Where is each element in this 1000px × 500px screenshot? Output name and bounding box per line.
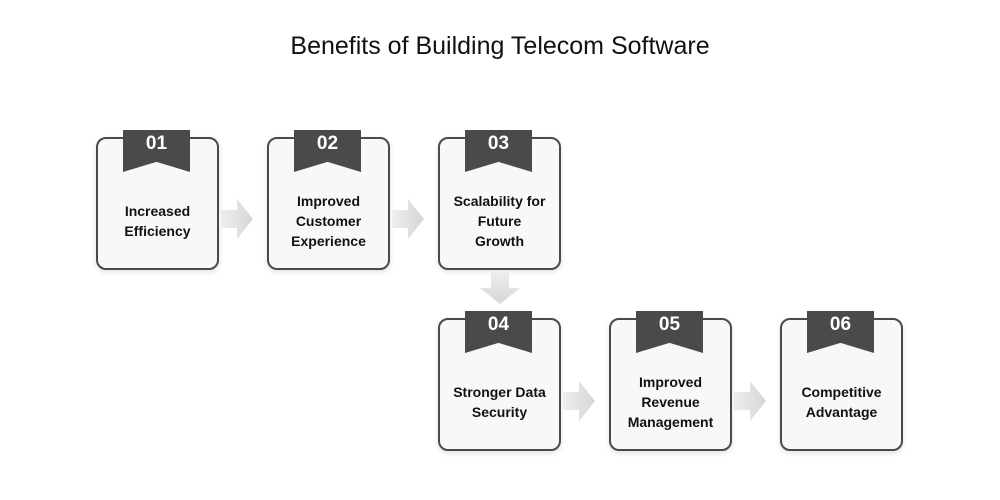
step-label: Increased Efficiency bbox=[124, 202, 191, 239]
step-label: Competitive Advantage bbox=[801, 383, 882, 420]
diagram-title: Benefits of Building Telecom Software bbox=[290, 32, 710, 60]
step-label: Improved Revenue Management bbox=[627, 373, 714, 430]
arrow-right-icon bbox=[563, 381, 595, 421]
step-box-4: 04 Stronger Data Security bbox=[438, 311, 561, 451]
step-box-6: 06 Competitive Advantage bbox=[780, 311, 903, 451]
step-number: 06 bbox=[829, 314, 852, 335]
step-label: Scalability for Future Growth bbox=[453, 192, 546, 249]
step-box-1: 01 Increased Efficiency bbox=[96, 130, 219, 270]
step-number: 03 bbox=[487, 133, 510, 154]
step-box-3: 03 Scalability for Future Growth bbox=[438, 130, 561, 270]
step-box-2: 02 Improved Customer Experience bbox=[267, 130, 390, 270]
step-number: 05 bbox=[658, 314, 681, 335]
step-number: 01 bbox=[145, 133, 168, 154]
arrow-down-icon bbox=[480, 272, 520, 304]
step-number: 02 bbox=[316, 133, 339, 154]
ribbon-badge: 05 bbox=[636, 311, 703, 353]
step-label: Stronger Data Security bbox=[453, 383, 546, 420]
ribbon-badge: 06 bbox=[807, 311, 874, 353]
ribbon-badge: 03 bbox=[465, 130, 532, 172]
arrow-right-icon bbox=[734, 381, 766, 421]
ribbon-badge: 02 bbox=[294, 130, 361, 172]
step-number: 04 bbox=[487, 314, 510, 335]
step-label: Improved Customer Experience bbox=[291, 192, 366, 249]
step-box-5: 05 Improved Revenue Management bbox=[609, 311, 732, 451]
arrow-right-icon bbox=[392, 199, 424, 239]
ribbon-badge: 04 bbox=[465, 311, 532, 353]
arrow-right-icon bbox=[221, 199, 253, 239]
ribbon-badge: 01 bbox=[123, 130, 190, 172]
